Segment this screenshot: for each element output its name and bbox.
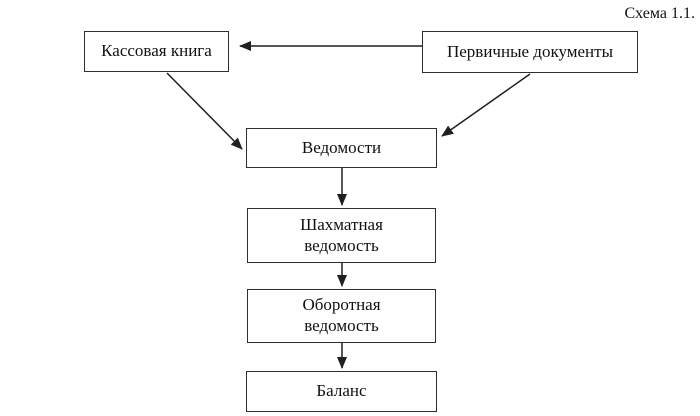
node-primary-documents: Первичные документы xyxy=(422,31,638,73)
node-cash-book: Кассовая книга xyxy=(84,31,229,72)
arrow-cash-to-statements xyxy=(166,72,243,150)
node-balance: Баланс xyxy=(246,371,437,412)
node-turnover-statement: Оборотная ведомость xyxy=(247,289,436,343)
arrow-primary-to-statements xyxy=(441,73,531,137)
node-statements: Ведомости xyxy=(246,128,437,168)
node-chess-statement: Шахматная ведомость xyxy=(247,208,436,263)
scheme-title: Схема 1.1. xyxy=(624,5,696,22)
